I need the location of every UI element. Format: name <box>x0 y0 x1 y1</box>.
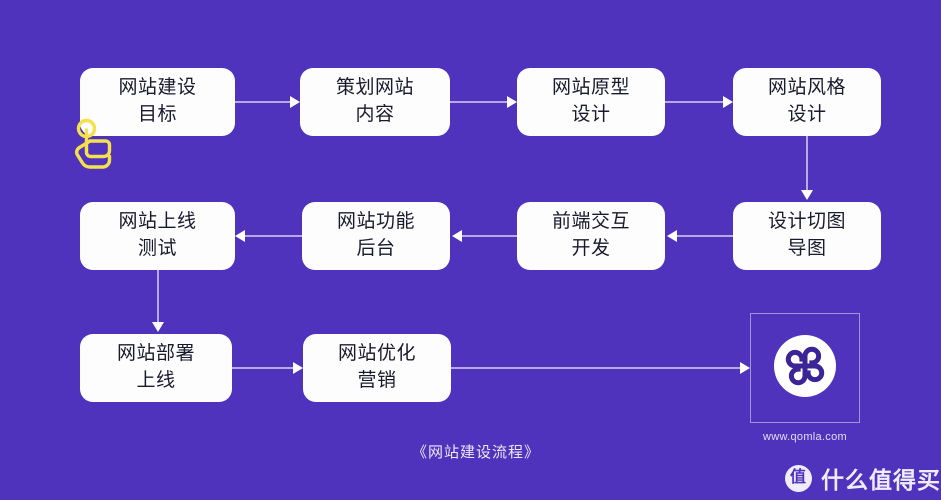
flow-node-line2: 上线 <box>136 370 176 391</box>
connector-n8-n7 <box>677 235 733 237</box>
flow-node-line2: 开发 <box>571 238 611 259</box>
connector-n5-n9 <box>157 270 159 324</box>
flow-node-line2: 后台 <box>356 238 396 259</box>
arrowhead-n1-n2 <box>290 96 300 108</box>
diagram-caption: 《网站建设流程》 <box>412 444 541 461</box>
flow-node-backend-features[interactable]: 网站功能 后台 <box>302 202 450 270</box>
flow-node-website-goal[interactable]: 网站建设 目标 <box>80 68 235 136</box>
flow-node-line2: 导图 <box>787 238 827 259</box>
tap-hand-cursor-icon <box>66 116 122 172</box>
flow-node-line1: 网站部署 <box>116 343 195 365</box>
flow-node-prototype-design[interactable]: 网站原型 设计 <box>517 68 665 136</box>
arrowhead-n8-n7 <box>667 230 677 242</box>
flow-node-line1: 前端交互 <box>551 211 630 233</box>
connector-n9-n10 <box>232 367 293 369</box>
flow-node-line2: 目标 <box>137 104 177 125</box>
connector-n1-n2 <box>235 101 290 103</box>
connector-n6-n5 <box>245 235 302 237</box>
flow-node-line1: 网站上线 <box>118 211 197 233</box>
arrowhead-n7-n6 <box>452 230 462 242</box>
flow-node-line1: 网站原型 <box>551 77 630 99</box>
arrowhead-n10-logo <box>740 362 750 374</box>
flow-node-line1: 网站优化 <box>337 343 416 365</box>
watermark-badge-icon: 值 <box>785 464 812 492</box>
qomla-logo-panel[interactable] <box>750 313 860 423</box>
flow-node-line2: 营销 <box>357 370 397 391</box>
flow-node-line1: 网站功能 <box>336 211 415 233</box>
arrowhead-n6-n5 <box>235 230 245 242</box>
flow-node-line1: 策划网站 <box>335 77 414 99</box>
qomla-url-label: www.qomla.com <box>763 431 847 443</box>
flow-node-line2: 内容 <box>355 104 395 125</box>
arrowhead-n4-n8 <box>801 190 813 200</box>
arrowhead-n5-n9 <box>152 322 164 332</box>
arrowhead-n2-n3 <box>507 96 517 108</box>
flow-node-line2: 测试 <box>137 238 177 259</box>
watermark-label: 什么值得买 <box>821 467 941 493</box>
connector-n10-logo <box>451 367 740 369</box>
connector-n4-n8 <box>806 136 808 192</box>
flow-node-design-slicing[interactable]: 设计切图 导图 <box>733 202 881 270</box>
watermark: 值 什么值得买 <box>785 461 941 495</box>
flow-node-frontend-dev[interactable]: 前端交互 开发 <box>517 202 665 270</box>
flow-node-line2: 设计 <box>571 104 611 125</box>
arrowhead-n3-n4 <box>723 96 733 108</box>
flow-node-line1: 网站风格 <box>767 77 846 99</box>
qomla-clover-logo-icon <box>774 334 836 402</box>
flow-node-launch-test[interactable]: 网站上线 测试 <box>80 202 235 270</box>
flow-node-optimize-marketing[interactable]: 网站优化 营销 <box>303 334 451 402</box>
connector-n2-n3 <box>450 101 507 103</box>
connector-n7-n6 <box>462 235 517 237</box>
flow-node-style-design[interactable]: 网站风格 设计 <box>733 68 881 136</box>
flow-node-line1: 网站建设 <box>118 77 197 99</box>
arrowhead-n9-n10 <box>293 362 303 374</box>
flow-node-deploy-online[interactable]: 网站部署 上线 <box>80 334 232 402</box>
connector-n3-n4 <box>665 101 723 103</box>
flow-node-line2: 设计 <box>787 104 827 125</box>
flow-node-plan-content[interactable]: 策划网站 内容 <box>300 68 450 136</box>
flow-node-line1: 设计切图 <box>767 211 846 233</box>
